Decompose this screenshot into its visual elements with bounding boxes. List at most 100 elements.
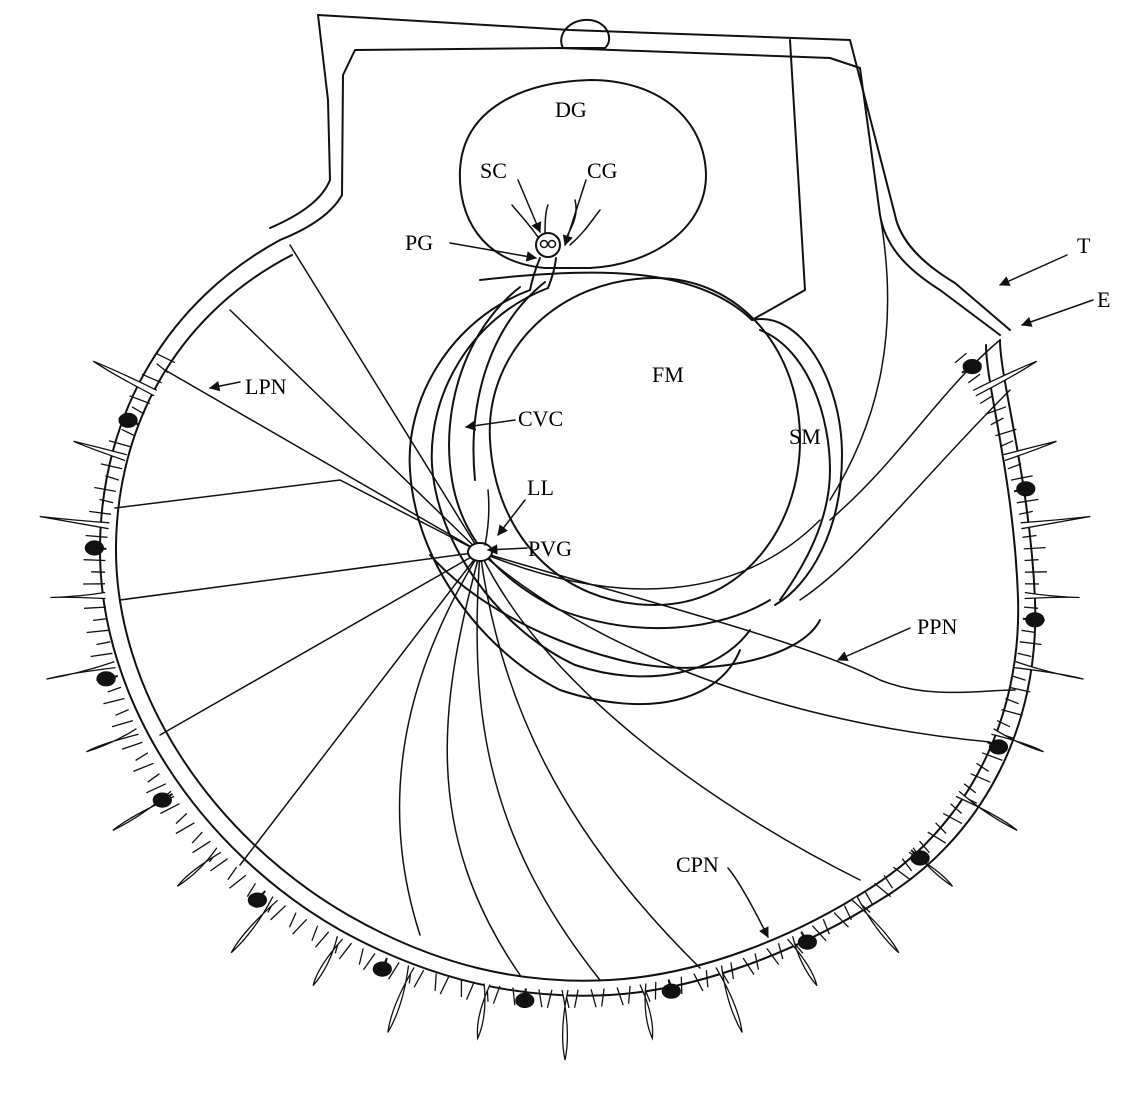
short-tentacle [100,463,123,470]
label-sc: SC [480,158,507,183]
long-tentacle [1020,515,1091,530]
t-arrow [999,254,1068,286]
short-tentacle [191,831,203,844]
eye-stalk [987,741,999,748]
short-tentacle [927,831,947,844]
short-tentacle [950,803,963,814]
long-tentacle [312,936,344,987]
long-tentacle [972,360,1038,397]
eye-stalk [127,419,140,426]
short-tentacle [754,953,760,970]
labels: DG SC CG PG T E LPN FM CVC SM LL PVG PPN… [245,97,1110,877]
digestive-gland [458,79,707,269]
long-tentacle [112,790,175,831]
short-tentacle [546,989,553,1008]
long-tentacle [92,360,158,397]
long-tentacle [476,983,491,1041]
long-tentacle [39,515,110,530]
adductor-muscles [479,39,843,606]
short-tentacle [573,989,579,1008]
label-e: E [1097,287,1110,312]
short-tentacle [777,943,784,960]
short-tentacle [492,985,501,1004]
short-tentacle [954,352,967,364]
short-tentacle [1023,606,1039,609]
short-tentacle [1019,641,1042,646]
short-tentacle [1016,498,1039,504]
long-tentacle [73,440,127,462]
short-tentacle [358,948,364,965]
e-arrow [1021,299,1094,327]
short-tentacle [103,697,125,705]
short-tentacle [338,942,353,960]
shell-hinge-outline [269,14,1011,336]
eye-stalk [1013,487,1027,493]
eye-stalk [256,890,266,901]
short-tentacle [96,641,111,646]
label-lpn: LPN [245,374,287,399]
eye-stalk [94,547,107,550]
short-tentacle [121,741,143,750]
short-tentacle [919,840,930,854]
short-tentacle [976,762,989,772]
short-tentacle [1008,686,1031,693]
short-tentacle [693,973,704,992]
long-tentacle [176,847,222,887]
short-tentacle [210,858,228,872]
short-tentacle [822,919,831,935]
short-tentacle [979,395,993,405]
short-tentacle [292,918,308,935]
short-tentacle [93,618,108,622]
short-tentacle [996,720,1011,728]
short-tentacle [466,981,475,1000]
label-pvg: PVG [528,536,572,561]
short-tentacle [1024,559,1039,562]
short-tentacle [413,969,425,988]
mantle-edge [98,239,1037,997]
short-tentacle [512,987,516,1006]
short-tentacle [434,973,437,991]
label-sm: SM [789,424,821,449]
short-tentacle [147,773,160,783]
eye-stalk [523,988,527,1001]
long-tentacle [991,728,1044,753]
short-tentacle [935,822,947,834]
short-tentacle [963,783,977,794]
label-cvc: CVC [518,406,563,431]
long-tentacle [715,965,743,1033]
short-tentacle [1023,546,1046,550]
short-tentacle [1022,534,1037,538]
label-cg: CG [587,158,618,183]
short-tentacle [388,962,400,980]
eye-stalk [910,849,921,859]
short-tentacle [175,812,188,825]
long-tentacle [1003,440,1057,462]
short-tentacle [228,874,247,889]
short-tentacle [1021,629,1036,634]
short-tentacle [1007,463,1022,470]
ll-arrow [497,499,526,536]
label-fm: FM [652,362,684,387]
hinge-ligament [560,18,610,49]
short-tentacle [439,976,450,995]
fast-muscle [488,277,801,606]
label-dg: DG [555,97,587,122]
label-t: T [1077,233,1091,258]
cvc-arrow [464,419,516,431]
long-tentacle [50,591,106,600]
short-tentacle [995,428,1017,437]
tentacles-group [39,352,1091,1061]
short-tentacle [616,987,624,1006]
short-tentacle [590,989,597,1008]
short-tentacle [83,606,107,609]
eye-stalk [161,793,174,801]
long-tentacle [851,896,900,954]
short-tentacle [311,925,319,942]
long-tentacle [639,983,654,1041]
label-ll: LL [527,475,554,500]
short-tentacle [705,970,709,988]
label-cpn: CPN [676,852,719,877]
pedal-cerebral-ganglia [529,232,561,291]
short-tentacle [90,652,113,658]
